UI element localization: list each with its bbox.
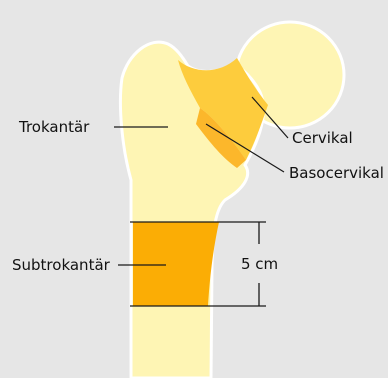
cervikal-label: Cervikal: [292, 129, 353, 147]
measure-label: 5 cm: [241, 255, 278, 273]
subtrokantar-label: Subtrokantär: [12, 256, 110, 274]
basocervikal-label: Basocervikal: [289, 164, 384, 182]
subtrochanteric-region: [133, 222, 219, 306]
trokantar-label: Trokantär: [19, 118, 89, 136]
